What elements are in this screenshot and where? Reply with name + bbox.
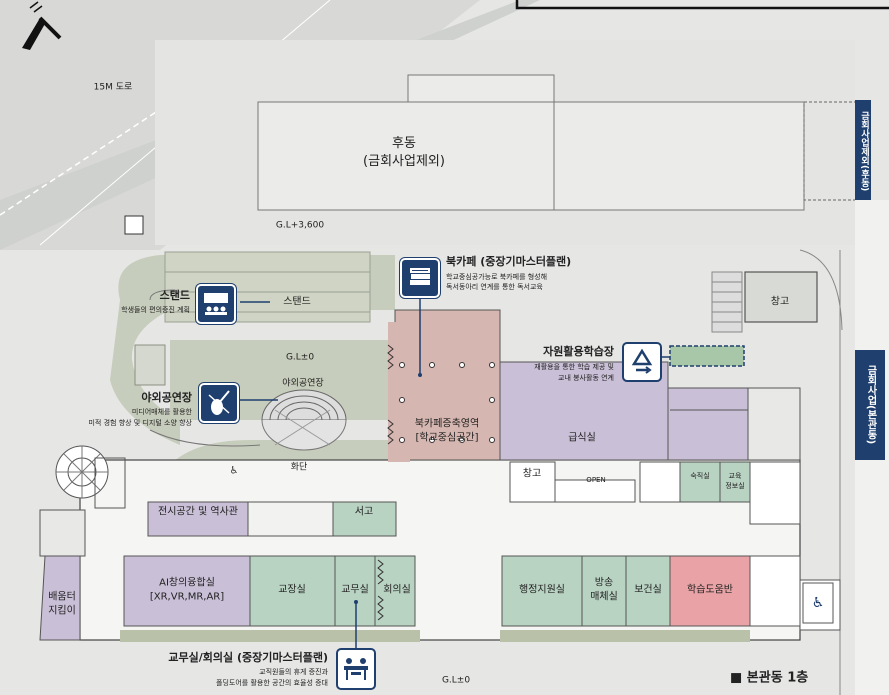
book-stack-icon — [410, 268, 430, 285]
side-label-back: 금회사업제외(후동) — [856, 102, 871, 200]
stand-title: 스탠드 — [159, 289, 190, 302]
bookcafe-desc-1: 학교중심공가능로 북카페를 형성해 — [446, 273, 548, 281]
flowerbed-label: 화단 — [290, 462, 308, 473]
staff-office-label: 교무실 — [341, 584, 369, 596]
back-building-sub: (금회사업제외) — [363, 154, 445, 169]
bookstore-label: 서고 — [354, 506, 374, 518]
violin-icon — [208, 390, 230, 415]
back-building-title: 후동 — [392, 136, 416, 151]
guard-label-1: 배움터 — [48, 591, 76, 603]
admin-label: 행정지원실 — [519, 584, 565, 596]
recycle-icon — [631, 348, 653, 374]
meeting-table-icon — [344, 658, 368, 680]
recycle-desc-2: 교내 봉사활동 연계 — [558, 374, 614, 382]
stand-desc: 학생들의 편의증진 계획 — [121, 306, 190, 314]
staff-callout-desc-2: 폴딩도어를 활용한 공간의 효율성 증대 — [216, 679, 328, 687]
gl-bottom-label: G.L±0 — [441, 675, 471, 686]
recycle-title: 자원활용학습장 — [543, 345, 614, 358]
stand-icon-box — [196, 284, 236, 324]
outdoor-stage-label: 야외공연장 — [282, 378, 324, 389]
recycle-desc-1: 재활용을 통한 학습 제공 및 — [534, 363, 614, 371]
side-label-main: 금회사업(본관동) — [857, 352, 883, 458]
principal-label: 교장실 — [278, 584, 306, 596]
study-help-label: 학습도움반 — [687, 584, 733, 596]
warehouse-mid-label: 창고 — [520, 467, 544, 481]
bookcafe-desc-2: 독서동아리 연계를 통한 독서교육 — [446, 283, 543, 291]
broadcast-label-1: 방송 — [594, 577, 614, 589]
stand-area-label: 스탠드 — [283, 296, 311, 308]
meeting-label: 회의실 — [383, 584, 411, 596]
health-label: 보건실 — [634, 584, 662, 596]
outdoor-stage — [261, 389, 347, 451]
bookcafe-ext-label-1: 북카페증축영역 — [414, 418, 480, 430]
staff-callout-title: 교무실/회의실 (중장기마스터플랜) — [168, 651, 328, 664]
legend-label: ■ 본관동 1층 — [730, 670, 809, 686]
north-arrow-icon — [22, 1, 62, 50]
broadcast-label-2: 매체실 — [590, 591, 618, 603]
guard-label-2: 지킴이 — [48, 605, 76, 617]
cafeteria-label: 급식실 — [568, 432, 596, 444]
staff-callout-desc-1: 교직원들의 휴게 증진과 — [259, 668, 328, 676]
bookcafe-title: 북카페 (중장기마스터플랜) — [446, 255, 572, 268]
gl-mid-label: G.L±0 — [285, 352, 315, 363]
open-label: OPEN — [586, 476, 606, 484]
accessible-icon: ♿ — [811, 595, 825, 611]
edu-info-label-1: 교육 — [728, 472, 742, 480]
gl-upper-label: G.L+3,600 — [275, 220, 325, 231]
ai-lab-label-2: [XR,VR,MR,AR] — [149, 591, 225, 603]
outdoor-desc-1: 미디어매체를 활용한 — [131, 408, 192, 416]
ai-lab-label-1: AI창의융합실 — [159, 577, 215, 589]
outdoor-desc-2: 미적 경험 향상 및 디지털 소양 향상 — [88, 419, 192, 427]
outdoor-icon-box — [199, 383, 239, 423]
edu-info-label-2: 정보실 — [725, 482, 745, 490]
recycle-icon-box — [622, 342, 662, 382]
staff-icon-box — [336, 648, 376, 690]
exhibition-label: 전시공간 및 역사관 — [158, 506, 238, 518]
warehouse-top-label: 창고 — [770, 296, 790, 308]
bookcafe-icon-box — [400, 258, 440, 298]
bookcafe-ext-label-2: [학교중심공간] — [415, 432, 479, 444]
audience-icon — [204, 293, 228, 315]
dorm-label: 숙직실 — [690, 472, 710, 480]
toilet-icon: ♿ — [229, 465, 239, 477]
road-label: 15M 도로 — [93, 82, 133, 93]
outdoor-title: 야외공연장 — [141, 391, 192, 404]
